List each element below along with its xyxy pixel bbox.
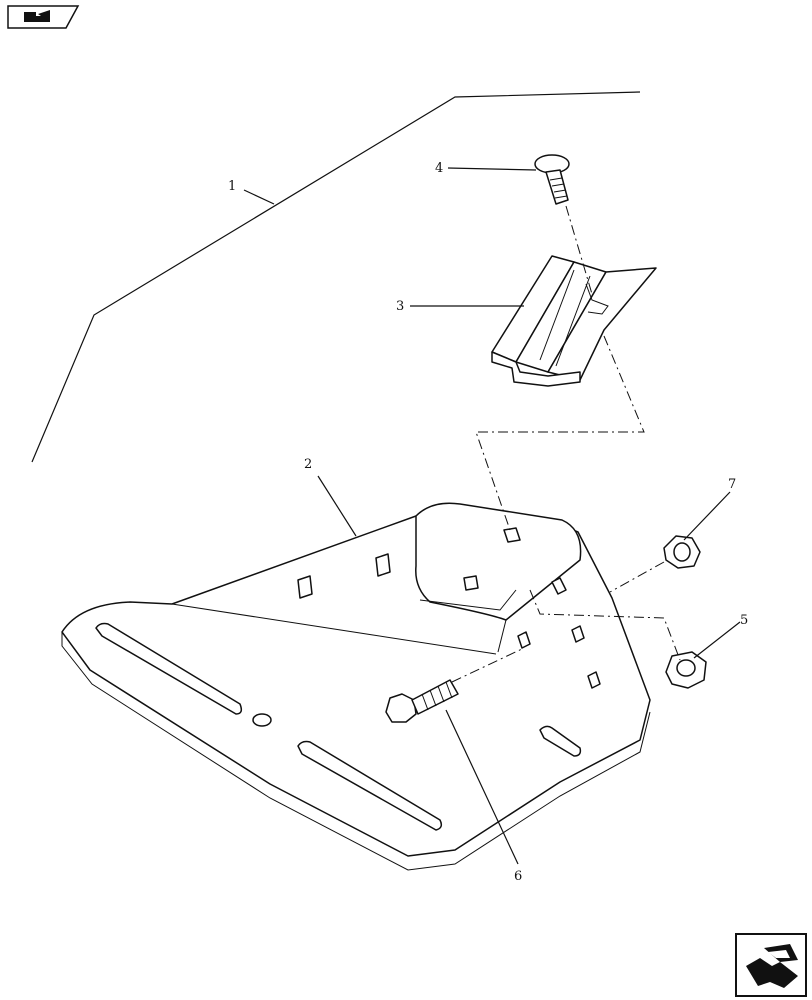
leader-lines	[243, 167, 741, 865]
part-1-panel	[31, 91, 641, 463]
nav-next-button[interactable]	[735, 933, 807, 997]
callout-6: 6	[514, 869, 522, 884]
part-4-carriage-bolt	[534, 154, 570, 205]
nav-prev-button[interactable]	[7, 5, 80, 29]
part-5-flange-nut	[665, 651, 707, 689]
page-prev-icon	[24, 10, 50, 22]
callout-5: 5	[740, 613, 748, 628]
callout-2: 2	[304, 457, 312, 472]
part-2-bracket	[61, 502, 651, 871]
callout-4: 4	[435, 161, 443, 176]
assembly-lines	[451, 205, 681, 683]
callout-7: 7	[728, 477, 736, 492]
callout-3: 3	[396, 299, 404, 314]
part-6-hex-bolt	[385, 679, 459, 723]
page-next-icon	[746, 944, 798, 988]
callout-1: 1	[228, 179, 236, 194]
part-7-flange-nut	[663, 535, 701, 569]
part-3-channel-clip	[491, 255, 657, 387]
